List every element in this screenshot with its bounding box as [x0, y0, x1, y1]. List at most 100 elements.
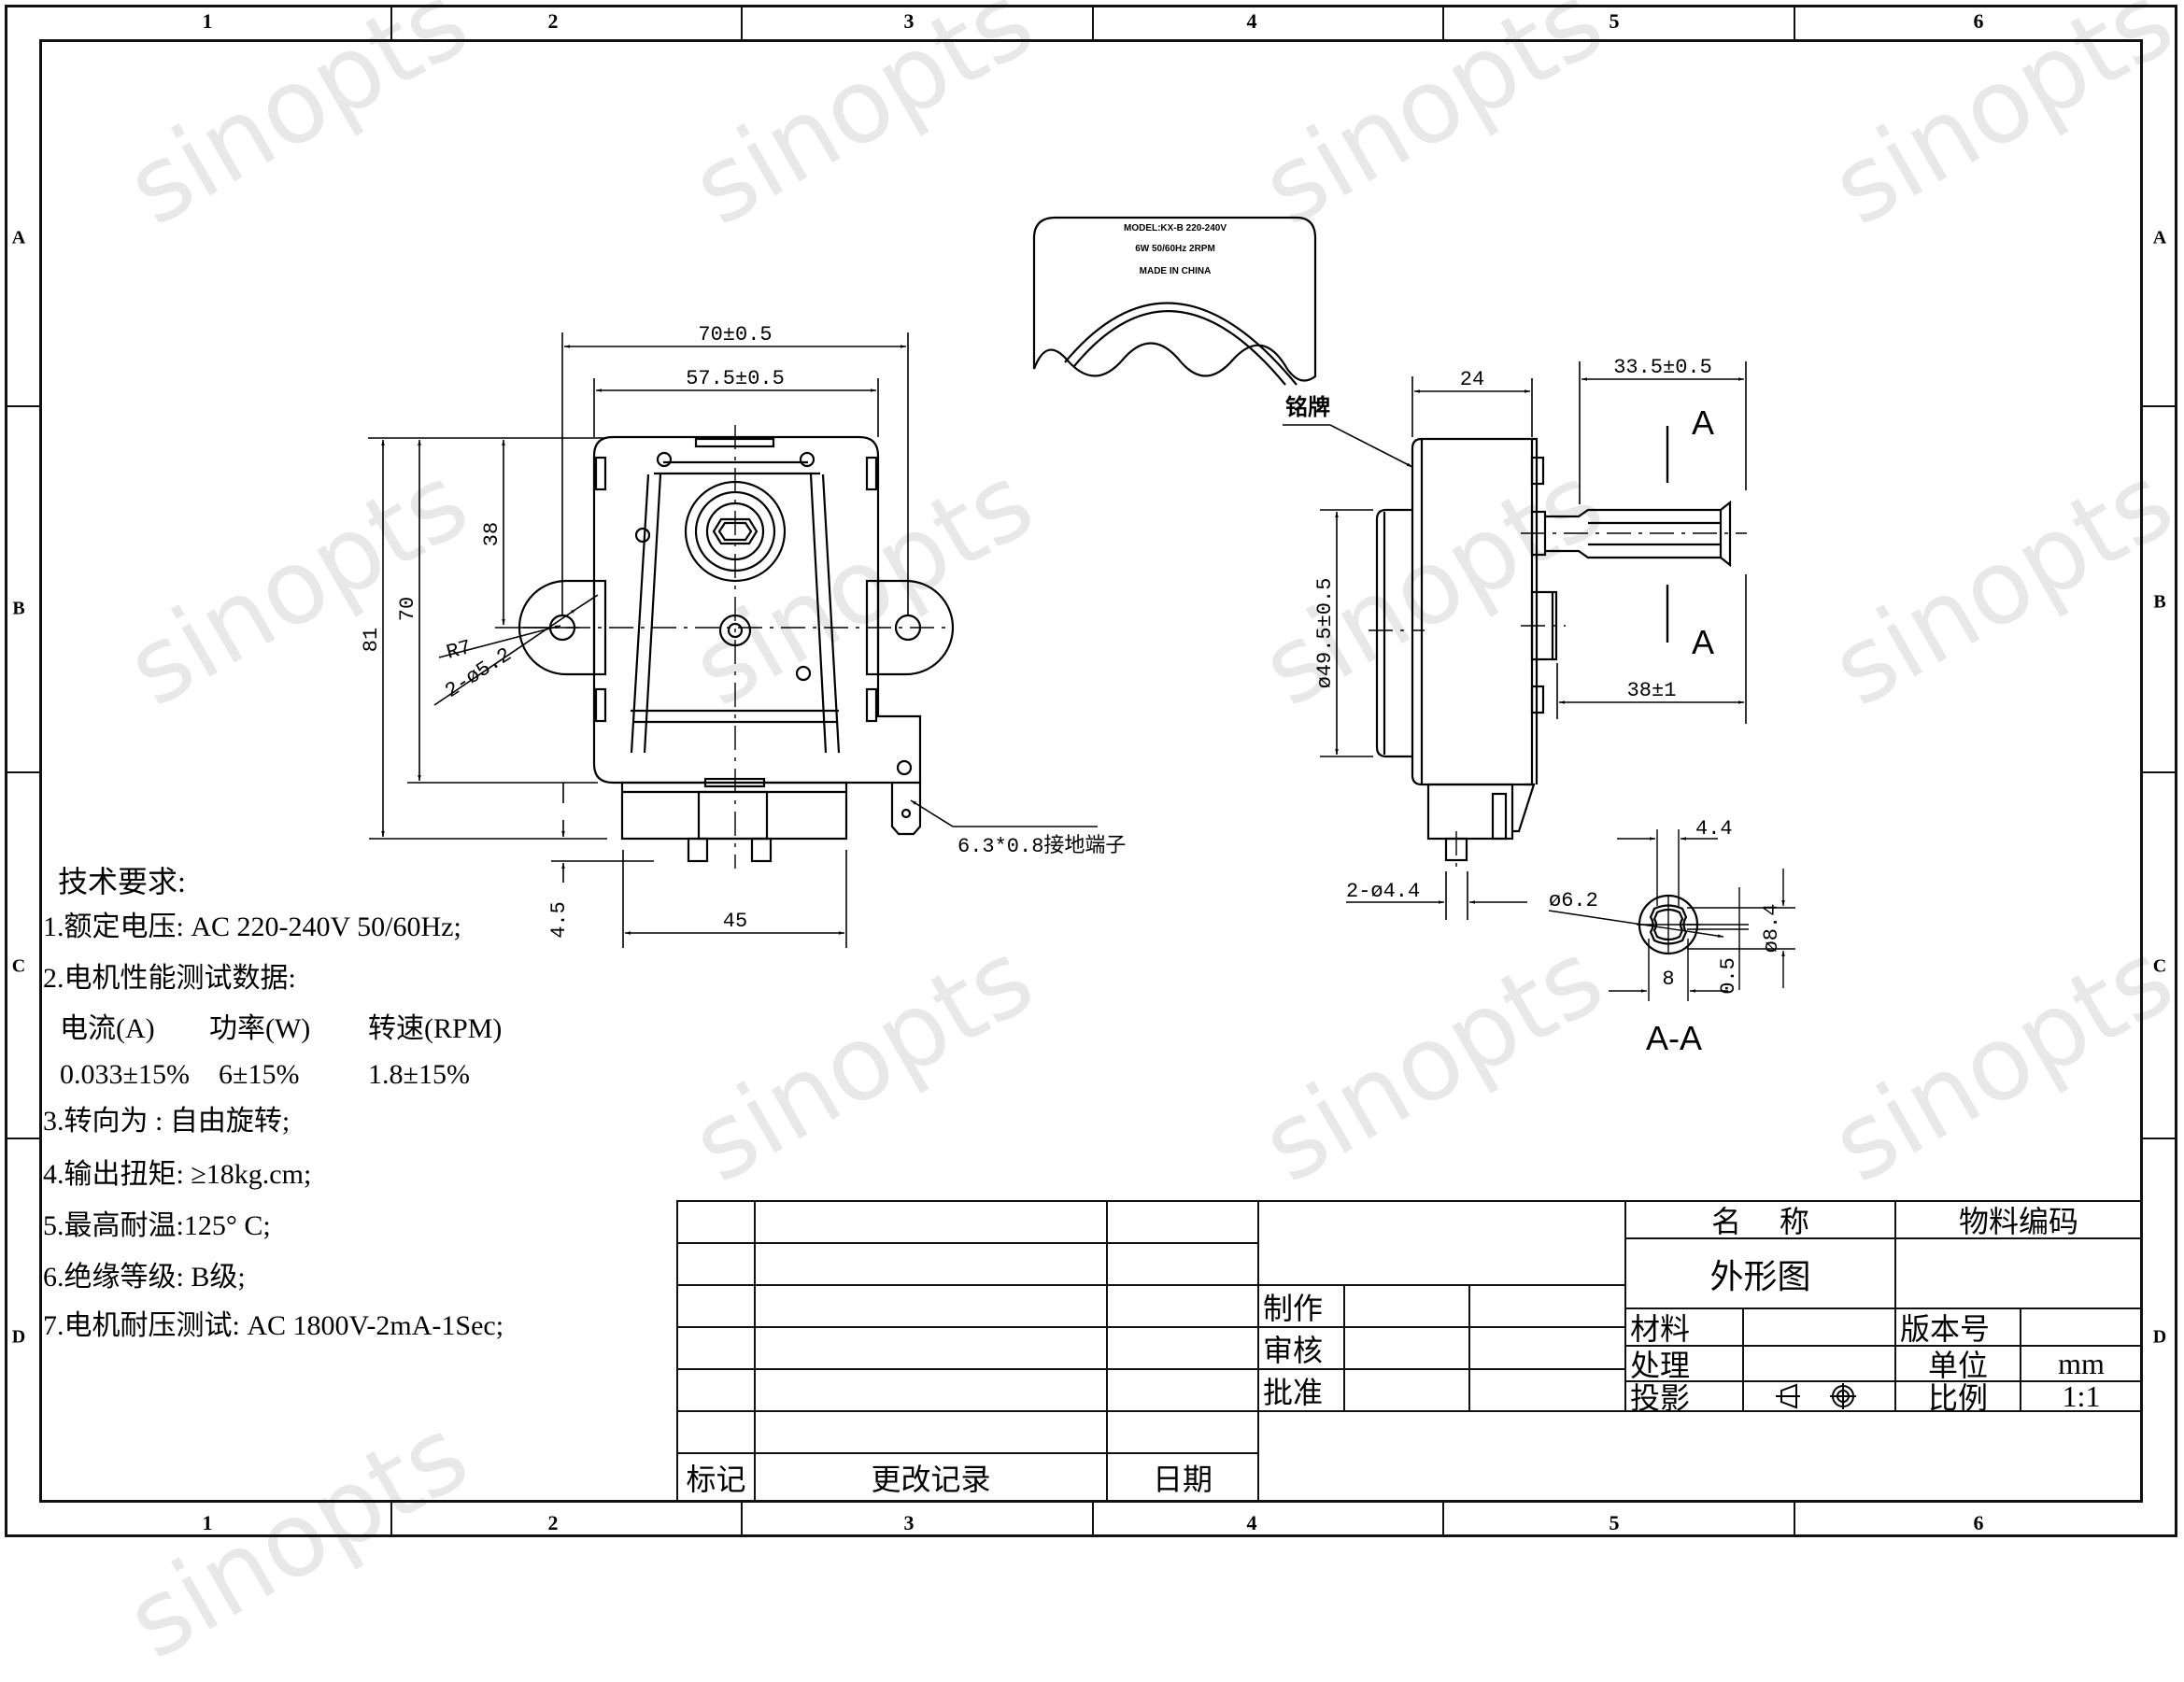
signoff-footer: [1257, 1410, 2143, 1503]
revision-cell: [676, 1200, 756, 1244]
dim-offset: 0.5: [1717, 957, 1740, 995]
dim-flange-to-tip: 38±1: [1627, 679, 1677, 702]
part-number-value: [1894, 1237, 2143, 1309]
zone-label: C: [11, 955, 26, 977]
dim-gearbox-width: 45: [723, 910, 747, 933]
revision-cell: [754, 1368, 1108, 1412]
revision-cell: [754, 1242, 1108, 1286]
revision-header-mark: 标记: [676, 1452, 756, 1503]
side-view: [1375, 437, 1732, 862]
zone-divider: [2143, 1138, 2177, 1139]
treatment-value: [1742, 1345, 1896, 1382]
unit-value: mm: [2020, 1345, 2143, 1382]
revision-cell: [1106, 1326, 1259, 1370]
material-label: 材料: [1624, 1307, 1744, 1347]
scale-value: 1:1: [2020, 1379, 2143, 1413]
section-mark-top: A: [1692, 403, 1714, 442]
zone-label: 3: [903, 9, 915, 33]
dim-terminal-gap: 4.5: [547, 901, 571, 939]
dim-width: 8: [1662, 968, 1674, 991]
dim-pin-holes: 2-ø4.4: [1346, 880, 1420, 903]
revision-cell: [676, 1284, 756, 1328]
test-header-power: 功率(W): [209, 1013, 311, 1044]
revision-cell: [676, 1368, 756, 1412]
dim-body-width: 57.5±0.5: [686, 367, 785, 390]
revision-cell: [754, 1410, 1108, 1454]
requirement-item: 3.转向为 : 自由旋转;: [43, 1106, 291, 1137]
requirement-item: 2.电机性能测试数据:: [43, 963, 296, 994]
zone-divider: [1794, 7, 1795, 39]
zone-label: A: [11, 227, 26, 248]
projection-symbol: [1742, 1380, 1896, 1412]
zone-label: 6: [1973, 9, 1984, 33]
signoff-approve-name: [1343, 1368, 1470, 1412]
terminal-label: 6.3*0.8接地端子: [957, 834, 1126, 858]
zone-label: 4: [1246, 9, 1257, 33]
revision-cell: [1106, 1284, 1259, 1328]
dim-height-38: 38: [480, 522, 503, 546]
zone-label: 1: [202, 1511, 213, 1534]
zone-label: B: [12, 598, 25, 619]
nameplate-model: MODEL:KX-B 220-240V: [1124, 223, 1227, 233]
zone-label: C: [2152, 955, 2167, 977]
zone-label: 4: [1246, 1511, 1257, 1534]
signoff-make-name: [1343, 1284, 1470, 1328]
nameplate-rating: 6W 50/60Hz 2RPM: [1135, 244, 1215, 254]
requirement-item: 5.最高耐温:125° C;: [43, 1210, 271, 1241]
zone-label: 2: [547, 1511, 559, 1534]
signoff-label-make: 制作: [1257, 1284, 1345, 1328]
revision-header-date: 日期: [1106, 1452, 1259, 1503]
zone-divider: [1442, 1503, 1444, 1534]
zone-divider: [1092, 7, 1094, 39]
zone-label: D: [2152, 1326, 2167, 1348]
drawing-name: 外形图: [1624, 1237, 1896, 1309]
zone-label: 3: [903, 1511, 915, 1534]
test-header-speed: 转速(RPM): [368, 1013, 503, 1044]
revision-cell: [1106, 1242, 1259, 1286]
outer-border: [5, 5, 2177, 1537]
revision-cell: [754, 1284, 1108, 1328]
signoff-review-name: [1343, 1326, 1470, 1370]
zone-label: B: [2153, 591, 2166, 613]
dim-inner-diameter: ø6.2: [1549, 889, 1598, 912]
zone-label: 5: [1609, 9, 1620, 33]
zone-label: 1: [202, 9, 213, 33]
requirement-item: 6.绝缘等级: B级;: [43, 1262, 246, 1293]
revision-cell: [676, 1410, 756, 1454]
test-value-speed: 1.8±15%: [368, 1059, 470, 1090]
zone-divider: [1794, 1503, 1795, 1534]
zone-divider: [390, 1503, 392, 1534]
test-header-current: 电流(A): [60, 1013, 155, 1044]
revision-cell: [1106, 1200, 1259, 1244]
projection-label: 投影: [1624, 1380, 1744, 1416]
zone-label: 6: [1973, 1511, 1984, 1534]
revision-cell: [754, 1326, 1108, 1370]
revision-header-change: 更改记录: [754, 1452, 1108, 1503]
zone-divider: [2143, 405, 2177, 407]
zone-divider: [1442, 7, 1444, 39]
signoff-blank: [1257, 1200, 1626, 1286]
zone-divider: [2143, 771, 2177, 773]
revision-cell: [1106, 1410, 1259, 1454]
nameplate-drawing: [1032, 216, 1317, 386]
nameplate-origin: MADE IN CHINA: [1140, 266, 1212, 276]
signoff-review-date: [1468, 1326, 1626, 1370]
test-value-power: 6±15%: [219, 1059, 300, 1090]
requirement-item: 4.输出扭矩: ≥18kg.cm;: [43, 1159, 312, 1190]
material-value: [1742, 1307, 1896, 1347]
zone-label: 5: [1609, 1511, 1620, 1534]
zone-label: A: [2152, 227, 2167, 248]
drawing-views: MODEL:KX-B 220-240V 6W 50/60Hz 2RPM MADE…: [360, 216, 1795, 1057]
revision-cell: [1106, 1368, 1259, 1412]
zone-divider: [390, 7, 392, 39]
dim-outer-diameter: ø8.4: [1760, 904, 1783, 954]
dim-mount-radius: R7: [444, 636, 474, 665]
dim-height-81: 81: [360, 628, 383, 652]
version-value: [2020, 1307, 2143, 1347]
zone-divider: [741, 1503, 743, 1534]
zone-label: 2: [547, 9, 559, 33]
zone-label: D: [11, 1326, 26, 1348]
section-title: A-A: [1646, 1019, 1702, 1057]
revision-cell: [676, 1326, 756, 1370]
version-label: 版本号: [1894, 1307, 2021, 1347]
